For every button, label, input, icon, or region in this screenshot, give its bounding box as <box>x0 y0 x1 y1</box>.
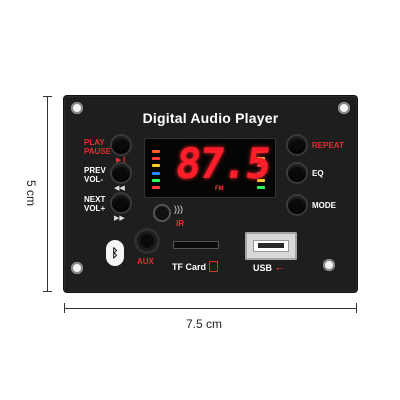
aux-label: AUX <box>137 257 154 266</box>
indicator-bar <box>152 157 160 160</box>
led-display <box>144 138 276 198</box>
play-pause-icon: ▶❙ <box>116 157 128 164</box>
mounting-hole-top-left <box>71 102 83 114</box>
frequency-readout: 87.5 <box>172 139 273 188</box>
usb-symbol-icon: ⭠ <box>276 263 284 273</box>
indicator-bar <box>152 186 160 189</box>
indicator-bar <box>152 164 160 167</box>
ir-signal-icon: ))) <box>174 204 183 214</box>
fm-band-indicator: FM <box>215 186 224 192</box>
tf-card-slot[interactable] <box>173 241 219 249</box>
sd-card-icon <box>209 261 218 272</box>
usb-port-tongue <box>258 243 284 248</box>
indicator-bar <box>257 164 265 167</box>
indicator-bar <box>257 150 265 153</box>
indicator-bar <box>257 186 265 189</box>
mode-label: MODE <box>312 201 336 210</box>
indicator-bar <box>257 172 265 175</box>
previous-track-icon: ◀◀ <box>114 185 125 192</box>
aux-jack[interactable] <box>137 231 157 251</box>
width-dimension-label: 7.5 cm <box>186 317 223 331</box>
width-dimension-cap-right <box>356 303 357 313</box>
indicator-bar <box>257 179 265 182</box>
height-dimension-cap-top <box>43 96 52 97</box>
next-track-icon: ▶▶ <box>114 215 125 222</box>
mode-button[interactable] <box>288 196 306 214</box>
repeat-label: REPEAT <box>312 141 344 150</box>
bluetooth-icon: ᛒ <box>106 240 124 266</box>
play-pause-button[interactable] <box>112 136 130 154</box>
repeat-button[interactable] <box>288 136 306 154</box>
next-vol-up-label: NEXT VOL+ <box>84 195 106 213</box>
width-dimension-cap-left <box>64 303 65 313</box>
height-dimension-cap-bottom <box>43 291 52 292</box>
indicator-bar <box>152 172 160 175</box>
board-title: Digital Audio Player <box>142 110 279 126</box>
ir-label: IR <box>176 219 184 228</box>
prev-vol-down-button[interactable] <box>112 164 130 182</box>
eq-button[interactable] <box>288 164 306 182</box>
height-dimension-line <box>47 96 48 292</box>
indicator-bar <box>152 179 160 182</box>
tf-card-label: TF Card <box>172 262 207 272</box>
width-dimension-line <box>64 308 357 309</box>
mounting-hole-top-right <box>338 102 350 114</box>
eq-label: EQ <box>312 169 324 178</box>
ir-receiver <box>155 206 169 220</box>
prev-vol-down-label: PREV VOL- <box>84 166 106 184</box>
play-pause-label: PLAY PAUSE <box>84 138 111 156</box>
mounting-hole-bottom-left <box>71 262 83 274</box>
indicator-bar <box>257 157 265 160</box>
usb-label: USB <box>253 263 273 273</box>
height-dimension-label: 5 cm <box>24 179 39 207</box>
mounting-hole-bottom-right <box>323 259 335 271</box>
indicator-bar <box>152 150 160 153</box>
next-vol-up-button[interactable] <box>112 194 130 212</box>
